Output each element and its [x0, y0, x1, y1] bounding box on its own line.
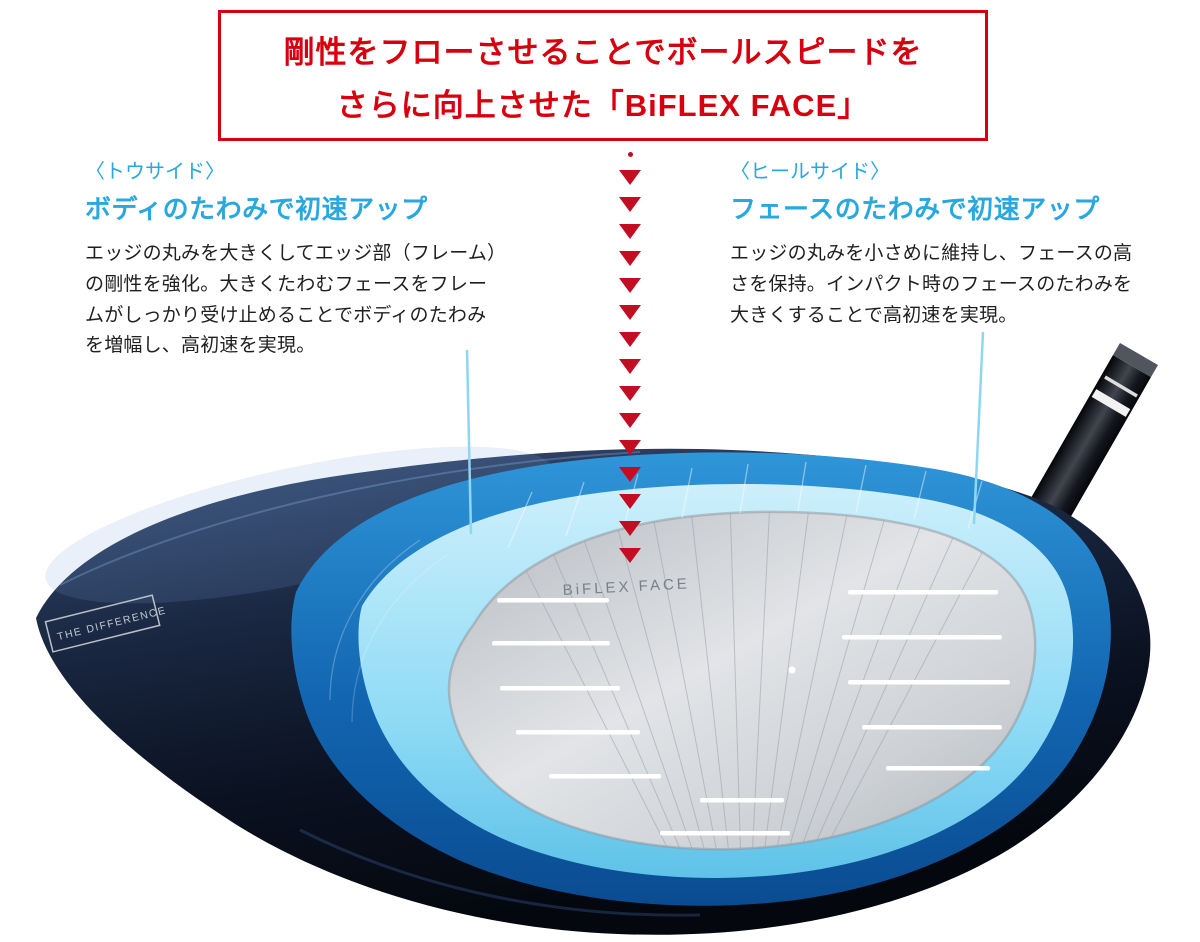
toe-side-body: エッジの丸みを大きくしてエッジ部（フレーム）の剛性を強化。大きくたわむフェースを… [85, 243, 497, 357]
face-label: BiFLEX FACE [562, 575, 690, 599]
toe-leader-line [465, 349, 473, 535]
down-arrow-icon [619, 386, 641, 401]
down-arrow-icon [619, 359, 641, 374]
down-arrow-icon [619, 494, 641, 509]
down-arrow-icon [619, 251, 641, 266]
heel-side-body: エッジの丸みを小さめに維持し、フェースの高さを保持。インパクト時のフェースのたわ… [730, 243, 1133, 326]
down-arrow-icon [619, 197, 641, 212]
flow-arrow-column [619, 152, 641, 563]
headline-line2: さらに向上させた「BiFLEX FACE」 [336, 87, 870, 123]
down-arrow-icon [619, 413, 641, 428]
down-arrow-icon [619, 467, 641, 482]
toe-side-callout: 〈トウサイド〉 ボディのたわみで初速アップ エッジの丸みを大きくしてエッジ部（フ… [85, 155, 499, 362]
down-arrow-icon [619, 521, 641, 536]
face-grooves [489, 511, 1011, 850]
club-face [447, 510, 1037, 851]
down-arrow-icon [619, 548, 641, 563]
toe-side-title: ボディのたわみで初速アップ [85, 194, 428, 224]
down-arrow-icon [619, 332, 641, 347]
frame-hatch-lines [329, 461, 983, 723]
heel-side-title: フェースのたわみで初速アップ [730, 194, 1100, 224]
heel-leader-line [972, 331, 985, 525]
shaft-band [1091, 389, 1131, 417]
face-scorelines [492, 590, 1010, 836]
crown-edge-highlight [59, 451, 641, 586]
shaft-band-thin [1104, 375, 1138, 398]
down-arrow-icon [619, 278, 641, 293]
toe-side-tag: 〈トウサイド〉 [85, 161, 225, 183]
down-arrow-icon [619, 170, 641, 185]
down-arrow-icon [619, 305, 641, 320]
down-arrow-icon [619, 224, 641, 239]
flow-dot-icon [627, 152, 633, 157]
sole-reflection [299, 828, 701, 917]
headline-box: 剛性をフローさせることでボールスピードを さらに向上させた「BiFLEX FAC… [218, 10, 988, 141]
down-arrow-icon [619, 440, 641, 455]
headline-line1: 剛性をフローさせることでボールスピードを [283, 34, 923, 70]
heel-side-callout: 〈ヒールサイド〉 フェースのたわみで初速アップ エッジの丸みを小さめに維持し、フ… [730, 155, 1140, 331]
crown-sheen [45, 446, 555, 604]
shaft [1016, 343, 1158, 546]
heel-side-tag: 〈ヒールサイド〉 [730, 161, 890, 183]
